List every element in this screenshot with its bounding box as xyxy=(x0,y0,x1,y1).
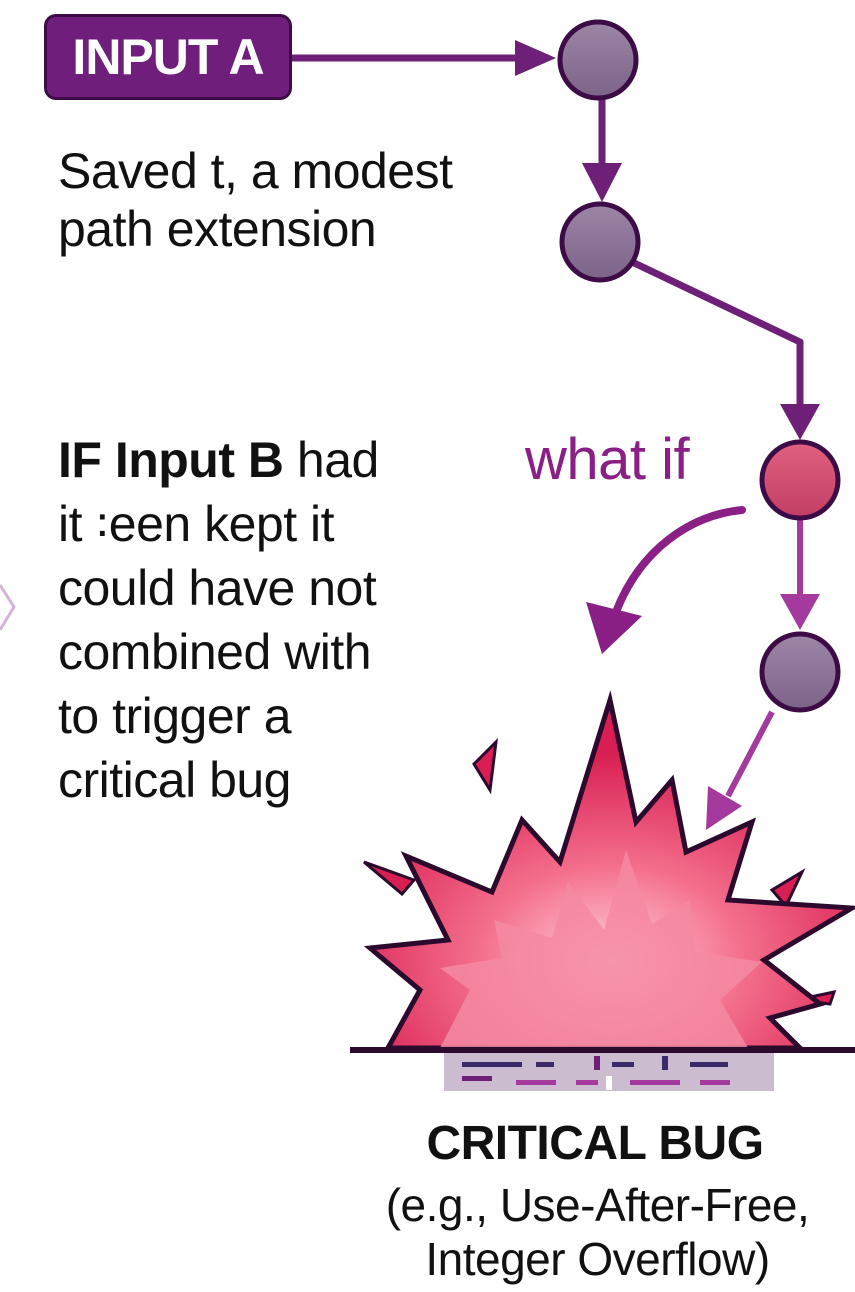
path-node-4 xyxy=(762,634,838,710)
arrow-node4-to-burst xyxy=(706,712,772,830)
path-node-2 xyxy=(562,204,638,280)
if-note-line-4: combined with xyxy=(58,620,379,684)
critical-bug-subtitle: (e.g., Use-After-Free, Integer Overflow) xyxy=(340,1178,855,1286)
arrow-input-to-node1 xyxy=(292,40,556,76)
input-a-label: INPUT A xyxy=(72,28,263,86)
saved-note-line-2: path extension xyxy=(58,200,453,258)
if-input-b-note: IF Input B had it ꞉een kept it could hav… xyxy=(58,428,379,812)
saved-note: Saved t, a modest path extension xyxy=(58,142,453,258)
if-note-rest: had xyxy=(284,432,379,488)
edge-diamond-shape xyxy=(0,585,14,630)
path-node-3-highlight xyxy=(762,442,838,518)
saved-note-line-1: Saved t, a modest xyxy=(58,142,453,200)
if-note-line-3: could have not xyxy=(58,556,379,620)
memory-block-graphic xyxy=(444,1053,774,1091)
bug-subtitle-line-2: Integer Overflow) xyxy=(340,1232,855,1286)
bug-subtitle-line-1: (e.g., Use-After-Free, xyxy=(340,1178,855,1232)
if-note-bold: IF Input B xyxy=(58,432,284,488)
path-node-1 xyxy=(560,22,636,98)
if-note-line-5: to trigger a xyxy=(58,684,379,748)
what-if-curved-arrow xyxy=(586,510,742,654)
explosion-burst-icon xyxy=(370,700,852,1048)
what-if-label: what if xyxy=(525,426,689,493)
critical-bug-title: CRITICAL BUG xyxy=(340,1118,850,1170)
if-note-line-6: critical bug xyxy=(58,748,379,812)
input-a-box: INPUT A xyxy=(44,14,292,100)
arrow-node1-to-node2 xyxy=(582,98,622,202)
arrow-node2-to-node3 xyxy=(632,262,820,440)
if-note-line-2: it ꞉een kept it xyxy=(58,492,379,556)
arrow-node3-to-node4 xyxy=(780,520,820,630)
if-note-line-1: IF Input B had xyxy=(58,428,379,492)
